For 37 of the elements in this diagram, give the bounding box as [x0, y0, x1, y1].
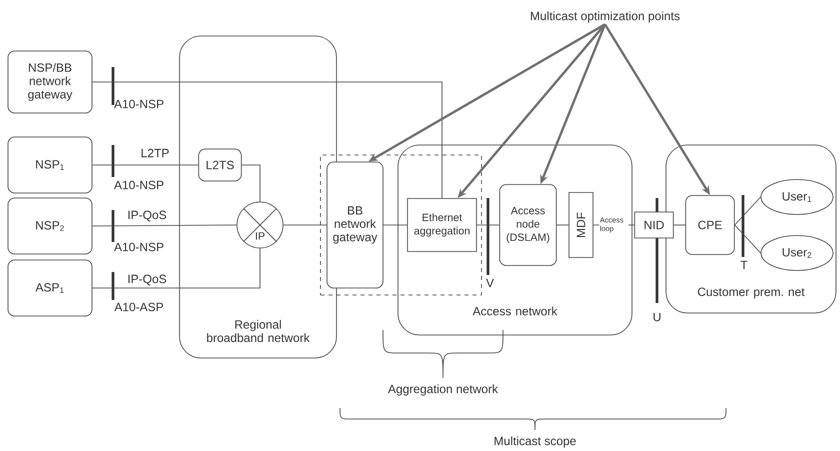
server-box: L2TS: [198, 148, 242, 182]
frame-box: MDF: [568, 192, 594, 258]
interface-label: A10-NSP: [114, 100, 164, 108]
interface-label: A10-NSP: [114, 180, 164, 190]
protocol-label: IP-QoS: [128, 210, 166, 222]
connector: [476, 224, 500, 226]
connector: [92, 224, 237, 226]
reference-point-label: V: [486, 278, 494, 288]
connector: [92, 82, 442, 199]
provider-box: NSP$_{2}$: [8, 198, 92, 254]
connector: [556, 224, 569, 226]
connector: [92, 248, 260, 288]
connector: [673, 224, 686, 226]
connector: [383, 224, 408, 226]
brace-label: Multicast scope: [494, 436, 576, 448]
gateway-box: BB network gateway: [326, 162, 384, 288]
callout-text: Multicast optimization points: [530, 11, 680, 23]
access-node-box: Access node (DSLAM): [499, 184, 557, 266]
connector: [241, 164, 260, 202]
dashed-region: [320, 154, 482, 296]
reference-point-label: T: [740, 260, 748, 270]
reference-point-label: U: [654, 312, 660, 322]
provider-box: ASP$_{1}$: [8, 260, 92, 316]
nid-box: NID: [634, 212, 674, 238]
protocol-label: L2TP: [142, 148, 169, 158]
cpe-box: CPE: [685, 195, 735, 255]
brace-label: Aggregation network: [388, 384, 498, 396]
connector: [734, 196, 761, 226]
provider-box: NSP$_{1}$: [8, 136, 92, 194]
interface-label: A10-NSP: [114, 242, 164, 252]
aggregation-box: Ethernet aggregation: [407, 198, 477, 252]
protocol-label: IP-QoS: [128, 274, 166, 286]
connector: [92, 164, 199, 166]
gateway-box: NSP/BB network gateway: [8, 50, 92, 114]
connector: [283, 224, 327, 226]
connector: [734, 224, 761, 254]
interface-label: A10-ASP: [114, 302, 164, 312]
